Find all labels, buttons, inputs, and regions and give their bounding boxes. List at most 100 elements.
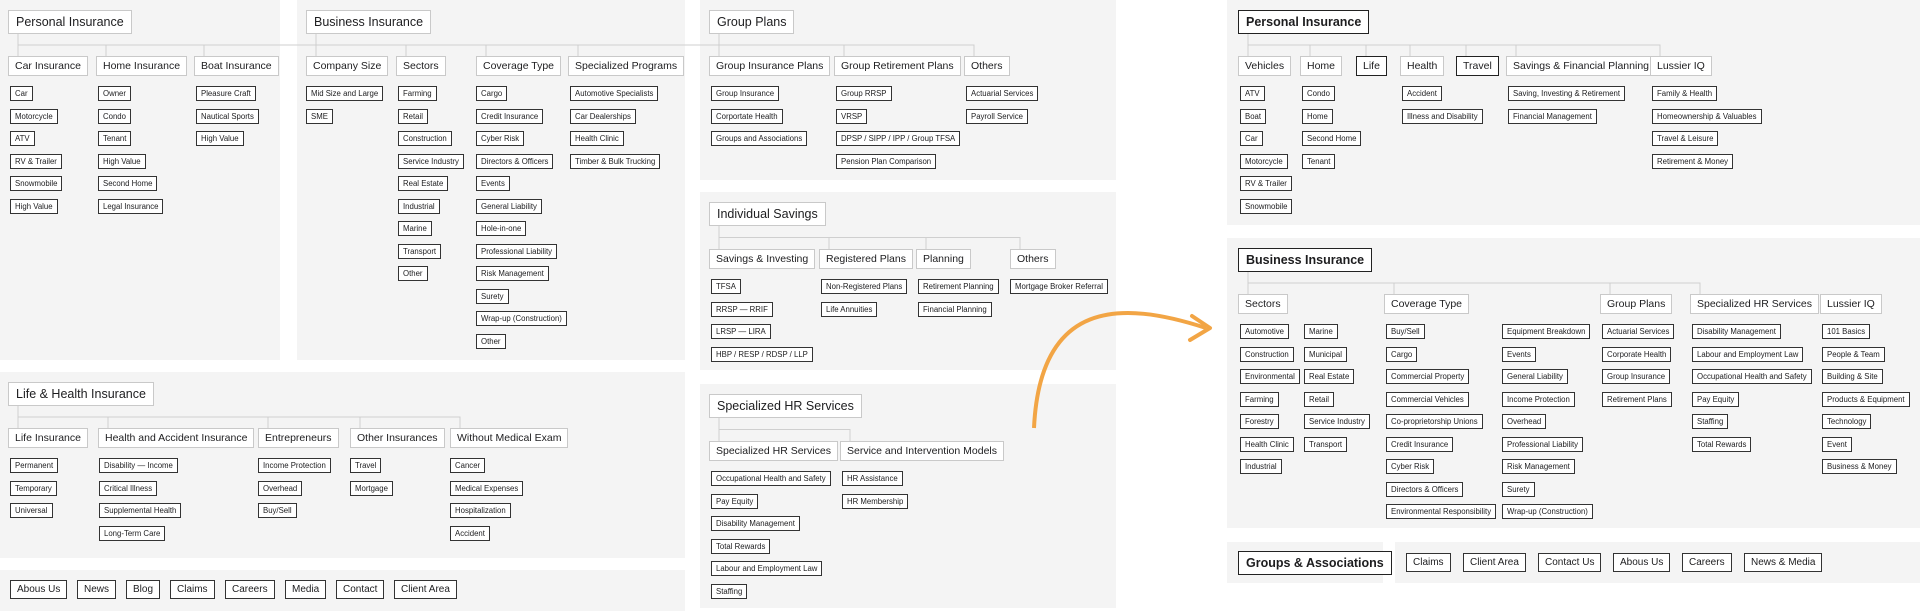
menu-item-occupational-health-and-safety[interactable]: Occupational Health and Safety [711,471,831,486]
menu-item-actuarial-services[interactable]: Actuarial Services [1602,324,1675,339]
menu-item-financial-planning[interactable]: Financial Planning [918,301,992,317]
menu-item-occupational-health-and-safety[interactable]: Occupational Health and Safety [1692,369,1812,384]
right-group-head-coverage-type[interactable]: Coverage Type [1384,294,1470,314]
group-head-home-insurance[interactable]: Home Insurance [96,56,188,76]
footer-link-claims[interactable]: Claims [170,580,215,599]
menu-item-mid-size-and-large[interactable]: Mid Size and Large [306,86,384,101]
menu-item-staffing[interactable]: Staffing [1692,414,1729,429]
menu-item-other[interactable]: Other [476,333,506,349]
menu-item-other[interactable]: Other [398,266,428,281]
menu-item-construction[interactable]: Construction [398,131,452,146]
menu-item-environmental[interactable]: Environmental [1240,369,1300,384]
menu-item-professional-liability[interactable]: Professional Liability [1502,436,1584,452]
menu-item-financial-management[interactable]: Financial Management [1508,108,1597,124]
menu-item-overhead[interactable]: Overhead [1502,414,1547,429]
menu-item-credit-insurance[interactable]: Credit Insurance [476,108,544,124]
menu-item-supplemental-health[interactable]: Supplemental Health [99,503,182,518]
menu-item-disability-management[interactable]: Disability Management [711,516,800,531]
menu-item-overhead[interactable]: Overhead [258,480,303,496]
menu-item-rv-trailer[interactable]: RV & Trailer [1240,176,1292,191]
right-group-head-lussier-iq[interactable]: Lussier IQ [1650,56,1712,76]
menu-item-real-estate[interactable]: Real Estate [1304,369,1355,384]
menu-item-life-annuities[interactable]: Life Annuities [821,301,878,317]
menu-item-atv[interactable]: ATV [10,131,35,146]
menu-item-cancer[interactable]: Cancer [450,458,486,473]
menu-item-second-home[interactable]: Second Home [98,176,158,191]
menu-item-forestry[interactable]: Forestry [1240,414,1279,429]
page-title-individual-savings[interactable]: Individual Savings [709,202,826,226]
menu-item-hr-membership[interactable]: HR Membership [842,493,909,509]
menu-item-retirement-plans[interactable]: Retirement Plans [1602,391,1672,407]
menu-item-commercial-property[interactable]: Commercial Property [1386,369,1470,384]
menu-item-building-site[interactable]: Building & Site [1822,369,1883,384]
right-group-head-home[interactable]: Home [1300,56,1343,76]
menu-item-saving-investing-retirement[interactable]: Saving, Investing & Retirement [1508,86,1626,101]
menu-item-risk-management[interactable]: Risk Management [1502,459,1575,474]
menu-item-travel[interactable]: Travel [350,458,382,473]
group-head-entrepreneurs[interactable]: Entrepreneurs [258,428,339,448]
menu-item-pension-plan-comparison[interactable]: Pension Plan Comparison [836,153,937,169]
menu-item-buy-sell[interactable]: Buy/Sell [1386,324,1425,339]
page-title-specialized-hr[interactable]: Specialized HR Services [709,394,862,418]
menu-item-actuarial-services[interactable]: Actuarial Services [966,86,1039,101]
menu-item-income-protection[interactable]: Income Protection [1502,391,1575,407]
right-group-head-health[interactable]: Health [1400,56,1445,76]
group-head-car-insurance[interactable]: Car Insurance [8,56,88,76]
footer-link-client-area[interactable]: Client Area [394,580,457,599]
menu-item-marine[interactable]: Marine [1304,324,1338,339]
menu-item-home[interactable]: Home [1302,108,1333,124]
group-head-boat-insurance[interactable]: Boat Insurance [194,56,279,76]
menu-item-family-health[interactable]: Family & Health [1652,86,1718,101]
footer-link-contact[interactable]: Contact [336,580,385,599]
menu-item-high-value[interactable]: High Value [10,198,58,214]
page-title-life-health[interactable]: Life & Health Insurance [8,382,154,406]
footer-link-careers[interactable]: Careers [1682,553,1732,572]
menu-item-buy-sell[interactable]: Buy/Sell [258,503,297,518]
menu-item-vrsp[interactable]: VRSP [836,108,868,124]
menu-item-snowmobile[interactable]: Snowmobile [10,176,63,191]
menu-item-environmental-responsibility[interactable]: Environmental Responsibility [1386,504,1497,519]
menu-item-professional-liability[interactable]: Professional Liability [476,243,558,259]
menu-item-owner[interactable]: Owner [98,86,131,101]
menu-item-payroll-service[interactable]: Payroll Service [966,108,1028,124]
menu-item-automotive[interactable]: Automotive [1240,324,1290,339]
menu-item-business-money[interactable]: Business & Money [1822,459,1897,474]
menu-item-health-clinic[interactable]: Health Clinic [1240,436,1294,452]
group-head-registered-plans[interactable]: Registered Plans [819,249,913,269]
menu-item-corportate-health[interactable]: Corportate Health [711,108,783,124]
menu-item-boat[interactable]: Boat [1240,108,1267,124]
menu-item-industrial[interactable]: Industrial [1240,459,1282,474]
menu-item-dpsp-sipp-ipp-group-tfsa[interactable]: DPSP / SIPP / IPP / Group TFSA [836,131,961,146]
right-group-head-travel[interactable]: Travel [1456,56,1499,76]
menu-item-hr-assistance[interactable]: HR Assistance [842,471,903,486]
menu-item-commercial-vehicles[interactable]: Commercial Vehicles [1386,391,1469,407]
footer-link-news[interactable]: News [77,580,117,599]
group-head-specialized-hr[interactable]: Specialized HR Services [709,441,838,461]
menu-item-transport[interactable]: Transport [1304,436,1348,452]
menu-item-travel-leisure[interactable]: Travel & Leisure [1652,131,1719,146]
menu-item-non-registered-plans[interactable]: Non-Registered Plans [821,279,908,294]
menu-item-wrap-up-construction[interactable]: Wrap-up (Construction) [1502,504,1593,519]
menu-item-permanent[interactable]: Permanent [10,458,59,473]
menu-item-total-rewards[interactable]: Total Rewards [711,538,771,554]
menu-item-pay-equity[interactable]: Pay Equity [711,493,759,509]
group-head-group-retirement-plans[interactable]: Group Retirement Plans [834,56,961,76]
menu-item-temporary[interactable]: Temporary [10,480,57,496]
menu-item-directors-officers[interactable]: Directors & Officers [476,153,554,169]
footer-link-contact-us[interactable]: Contact Us [1538,553,1602,572]
menu-item-group-rrsp[interactable]: Group RRSP [836,86,892,101]
group-head-without-medical-exam[interactable]: Without Medical Exam [450,428,569,448]
menu-item-surety[interactable]: Surety [476,288,509,304]
menu-item-products-equipment[interactable]: Products & Equipment [1822,391,1910,407]
menu-item-nautical-sports[interactable]: Nautical Sports [196,108,259,124]
footer-link-careers[interactable]: Careers [225,580,275,599]
right-group-head-sectors[interactable]: Sectors [1238,294,1288,314]
right-page-title-groups-associations[interactable]: Groups & Associations [1238,551,1392,575]
menu-item-high-value[interactable]: High Value [196,131,244,146]
menu-item-disability-income[interactable]: Disability — Income [99,458,178,473]
menu-item-rrsp-rrif[interactable]: RRSP — RRIF [711,301,773,317]
menu-item-risk-management[interactable]: Risk Management [476,266,549,281]
menu-item-snowmobile[interactable]: Snowmobile [1240,198,1293,214]
menu-item-municipal[interactable]: Municipal [1304,346,1347,362]
menu-item-general-liability[interactable]: General Liability [476,198,542,214]
